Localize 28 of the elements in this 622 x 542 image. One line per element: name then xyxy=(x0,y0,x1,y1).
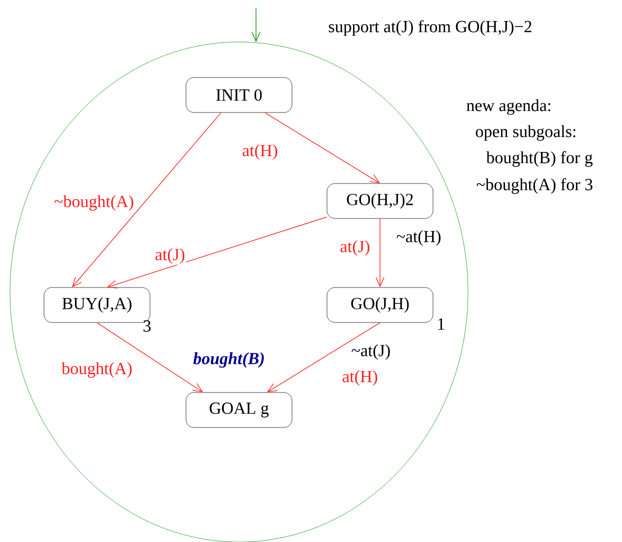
note-text: open subgoals: xyxy=(476,125,576,141)
arrow xyxy=(72,112,222,288)
edge-label: at(H) xyxy=(241,143,279,161)
note-text: new agenda: xyxy=(466,99,550,115)
note-text: bought(B) xyxy=(193,352,264,368)
step-number: 1 xyxy=(438,318,444,330)
step-box: GO(H,J)2 xyxy=(326,183,434,219)
step-box: GO(J,H) xyxy=(326,287,434,323)
note-text: ~bought(A) for 3 xyxy=(476,178,592,194)
edge-label: ~bought(A) xyxy=(53,194,135,212)
edge-label: at(H) xyxy=(341,369,379,387)
arrow xyxy=(376,218,384,288)
note-text: bought(B) for g xyxy=(486,151,593,167)
plan-ellipse xyxy=(10,42,468,542)
arrow xyxy=(252,8,260,42)
note-text: ~at(H) xyxy=(396,230,441,246)
arrow xyxy=(264,112,380,184)
arrow xyxy=(107,216,328,288)
note-text: support at(J) from GO(H,J)−2 xyxy=(328,20,532,36)
edge-label: at(J) xyxy=(154,247,186,265)
step-box: GOAL g xyxy=(186,392,292,428)
note-text: ~at(J) xyxy=(352,344,390,360)
arrow xyxy=(96,322,203,392)
edge-label: at(J) xyxy=(338,239,372,257)
step-box: INIT 0 xyxy=(186,77,292,113)
edge-label: bought(A) xyxy=(60,361,134,379)
step-number: 3 xyxy=(144,320,151,332)
arrow xyxy=(267,322,380,392)
